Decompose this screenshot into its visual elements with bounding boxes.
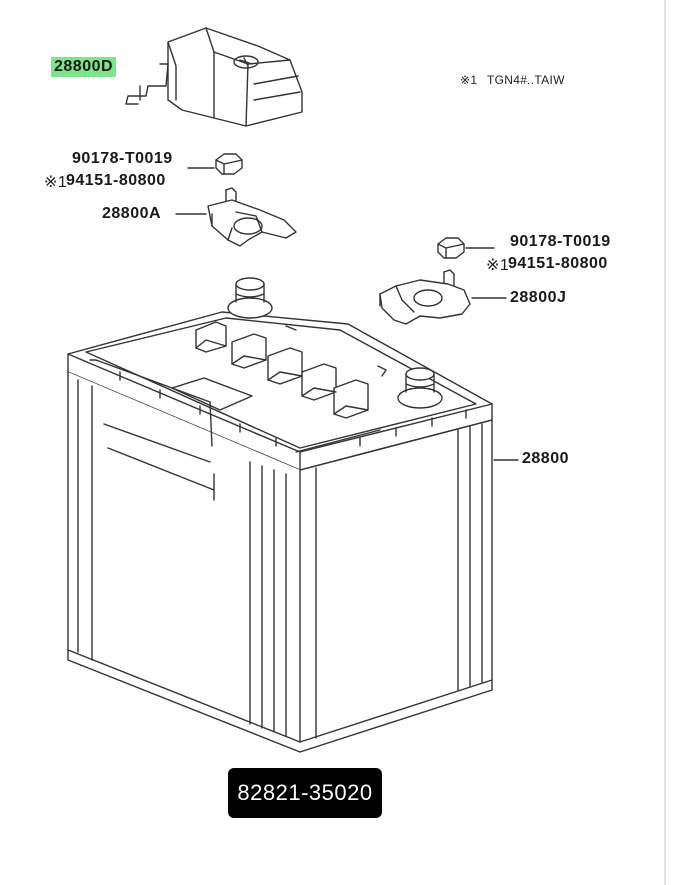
label-nut-j-part[interactable]: 90178-T0019 xyxy=(510,233,611,250)
label-nut-a-part[interactable]: 90178-T0019 xyxy=(72,150,173,167)
page-edge-divider xyxy=(664,0,666,885)
nut-j-drawing xyxy=(437,237,465,259)
clamp-a-drawing xyxy=(207,187,297,247)
label-battery-part[interactable]: 28800 xyxy=(522,450,569,467)
application-note: ※1 TGN4#..TAIW xyxy=(460,73,565,87)
label-terminal-cover-part[interactable]: 28800D xyxy=(51,57,117,77)
note-marker: ※1 xyxy=(460,73,478,87)
label-nut-a-alt-marker: ※1 xyxy=(44,174,68,191)
label-nut-j-alt-marker: ※1 xyxy=(486,257,510,274)
battery-drawing xyxy=(67,277,493,753)
label-nut-a-alt-part[interactable]: 94151-80800 xyxy=(66,172,166,189)
label-nut-j-alt-part[interactable]: 94151-80800 xyxy=(508,255,608,272)
terminal-cover-drawing xyxy=(125,27,303,127)
nut-a-drawing xyxy=(215,153,243,175)
label-clamp-j-part[interactable]: 28800J xyxy=(510,289,567,306)
part-number-badge: 82821-35020 xyxy=(228,768,382,818)
label-clamp-a-part[interactable]: 28800A xyxy=(102,205,162,222)
note-text: TGN4#..TAIW xyxy=(486,73,565,87)
clamp-j-drawing xyxy=(379,269,471,325)
